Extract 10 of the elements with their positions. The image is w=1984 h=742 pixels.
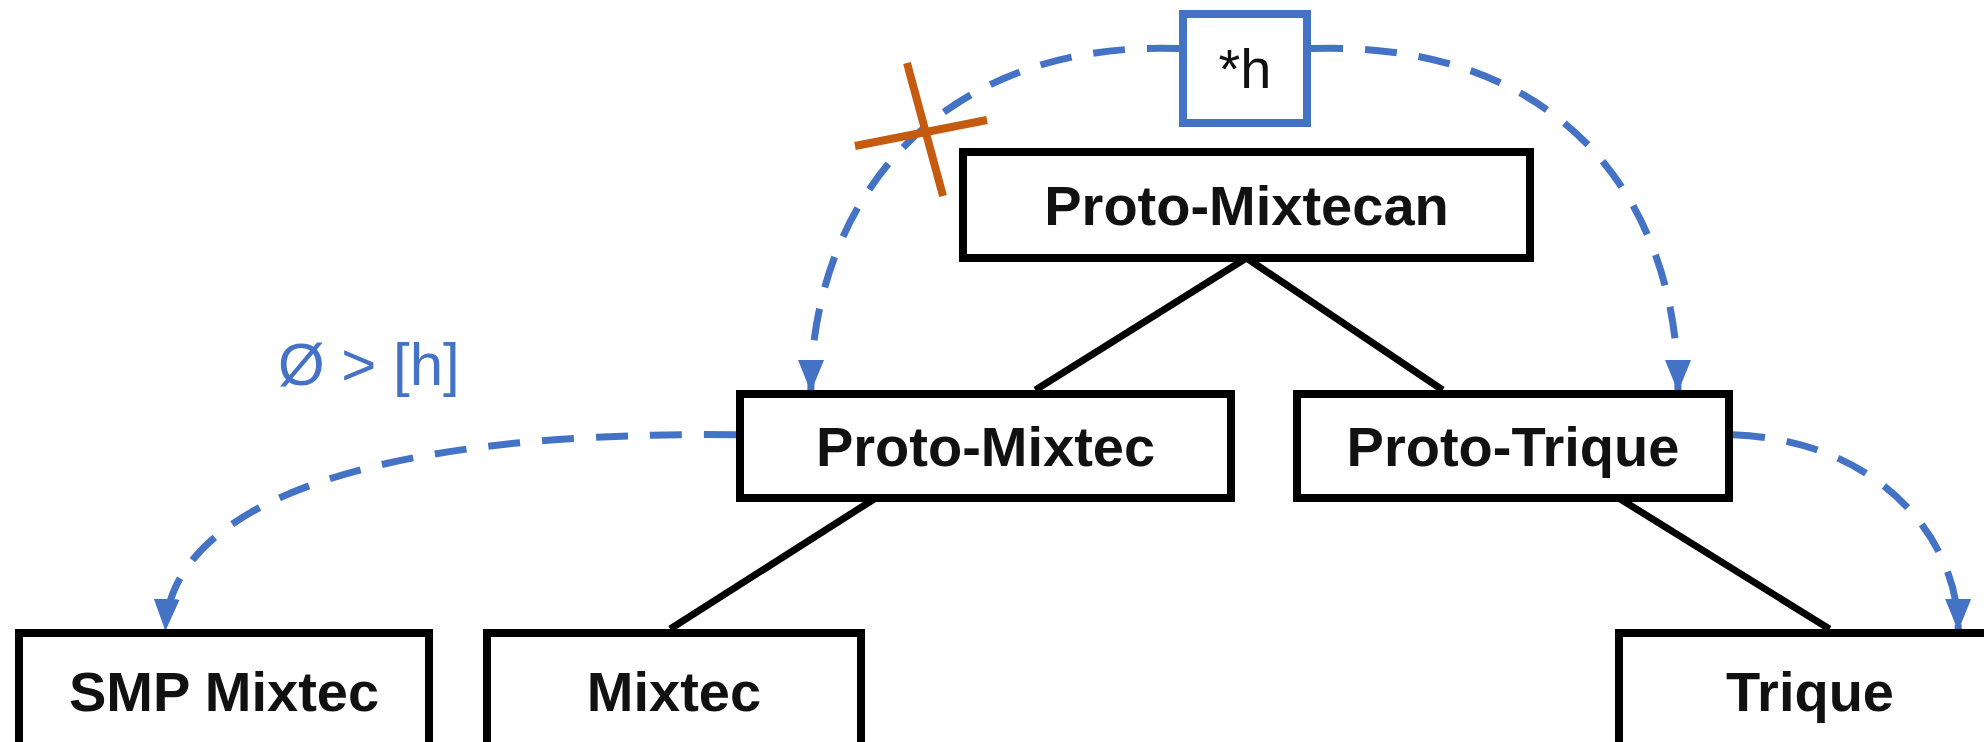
- dashed-arrow: [1732, 431, 1969, 631]
- language-box: Mixtec: [483, 629, 865, 742]
- language-box: Proto-Mixtec: [736, 390, 1235, 502]
- dashed-arrow: [799, 45, 1180, 392]
- language-box: Trique: [1615, 629, 1984, 742]
- dashed-arrow: [1310, 45, 1690, 392]
- reconstruction-box: *h: [1179, 10, 1311, 127]
- language-box: Proto-Mixtecan: [959, 148, 1534, 262]
- language-box: Proto-Trique: [1293, 390, 1733, 502]
- language-box: SMP Mixtec: [15, 629, 433, 742]
